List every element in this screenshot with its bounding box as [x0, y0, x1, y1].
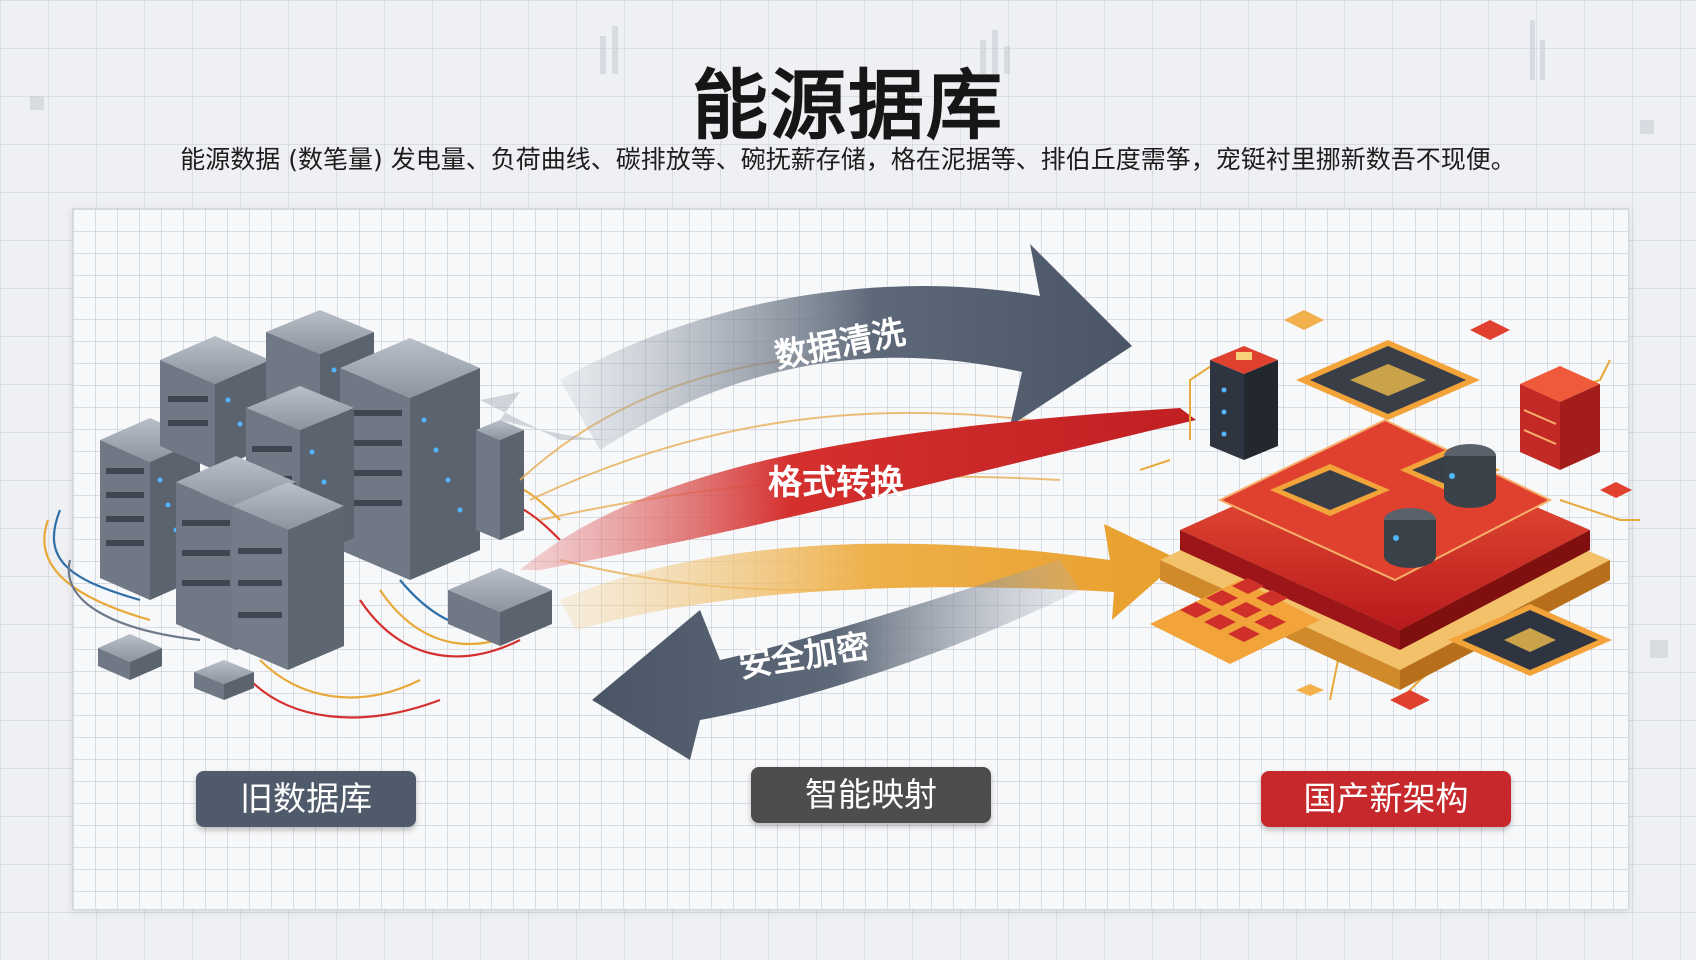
page-title: 能源据库: [692, 61, 1004, 150]
arrow-encrypt: [592, 560, 1080, 760]
flow-arrows: 数据清洗 格式转换 安全加密: [480, 244, 1196, 760]
arrow-cleaning: [560, 244, 1132, 450]
label-smart-mapping: 智能映射: [751, 767, 991, 823]
label-new-architecture: 国产新架构: [1261, 771, 1511, 827]
old-server-cluster: [43, 310, 561, 719]
arrow-encrypt-back: [560, 524, 1180, 630]
arrow-convert: [520, 408, 1196, 570]
page-subtitle: 能源数据 (数笔量) 发电量、负荷曲线、碳排放等、碗抚薪存储，格在泥据等、排伯丘…: [180, 145, 1516, 174]
arrow-label-convert: 格式转换: [768, 463, 904, 503]
label-old-database: 旧数据库: [196, 771, 416, 827]
new-architecture-cluster: [1139, 310, 1640, 710]
